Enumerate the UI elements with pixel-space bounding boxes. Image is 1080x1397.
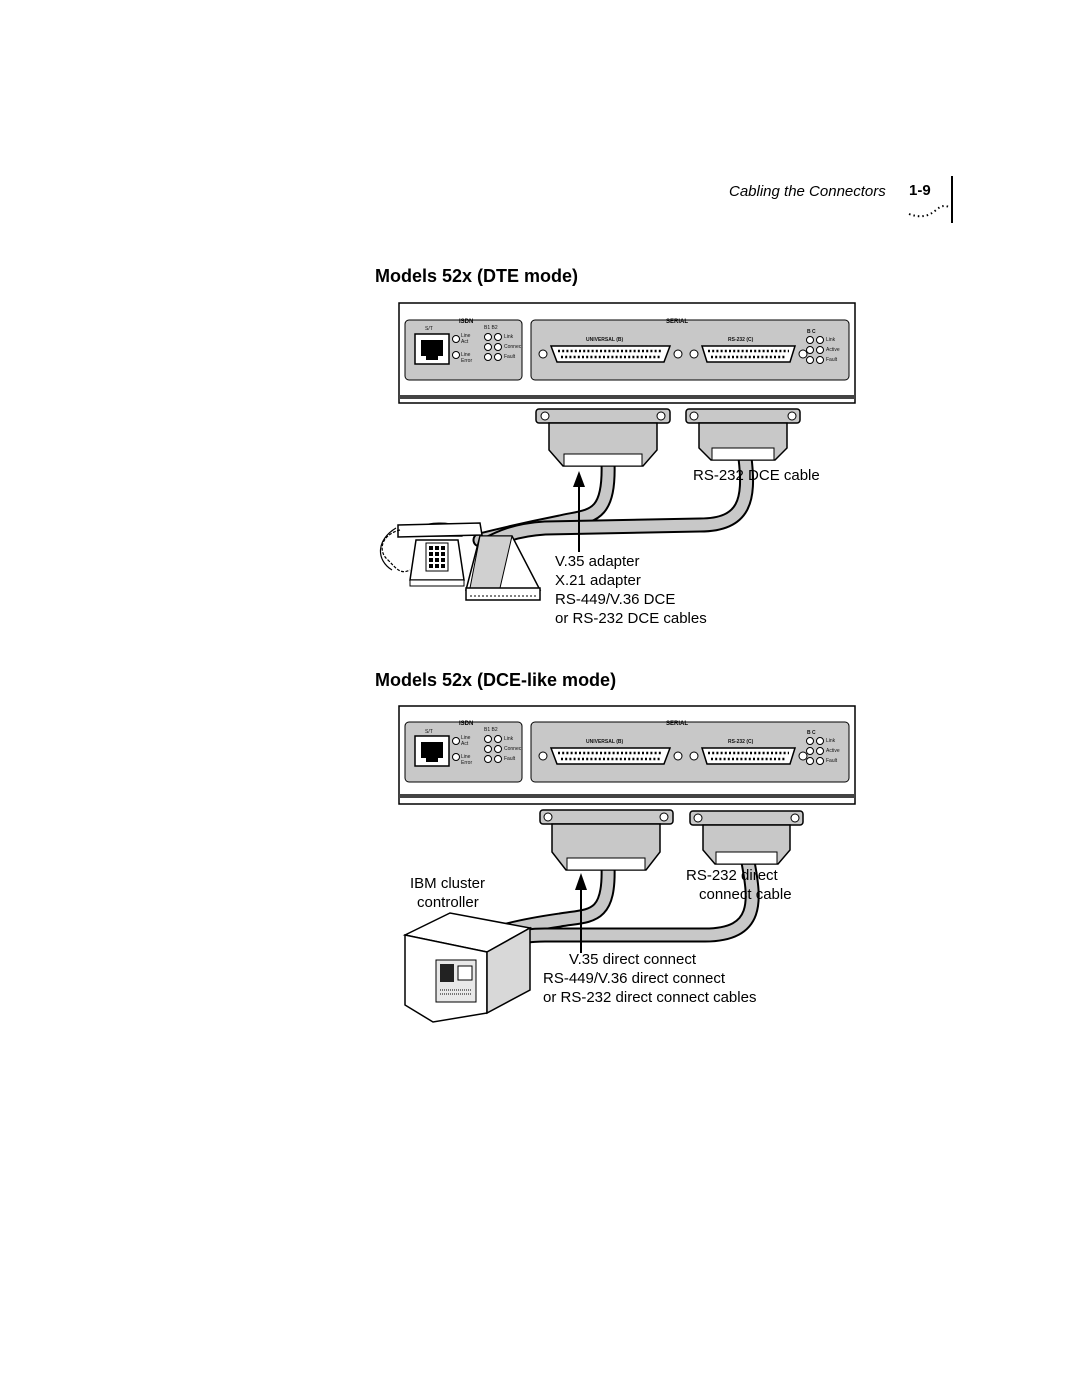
section-title-dce: Models 52x (DCE-like mode): [375, 670, 617, 690]
isdn-label-2: ISDN: [459, 721, 474, 727]
bc-label-2: B C: [807, 730, 816, 736]
led-label-line-act: Line Act: [461, 333, 471, 345]
rs232-direct-label: RS-232 direct: [686, 867, 778, 884]
direct-connect-line-2: RS-449/V.36 direct connect: [543, 970, 726, 987]
led-label-fault-right: Fault: [826, 357, 838, 363]
pointer-arrow-dte: [573, 471, 585, 552]
adapter-line-4: or RS-232 DCE cables: [555, 610, 707, 627]
led-label-link-right: Link: [826, 337, 836, 343]
rs232-port-label: RS-232 (C): [728, 337, 754, 343]
serial-label-2: SERIAL: [666, 721, 689, 727]
led-label-active: Active: [826, 347, 840, 353]
b-channels-label: B1 B2: [484, 325, 498, 331]
page-number: 1-9: [909, 182, 931, 199]
isdn-label: ISDN: [459, 319, 474, 325]
led-label-link-right-2: Link: [826, 738, 836, 744]
led-label-connect: Connect: [504, 344, 523, 350]
led-label-fault: Fault: [504, 354, 516, 360]
adapter-line-2: X.21 adapter: [555, 572, 641, 589]
section-title-dte: Models 52x (DTE mode): [375, 266, 579, 286]
led-label-line-act-2: Line Act: [461, 735, 471, 747]
rs232-connector-hood: [685, 408, 801, 461]
controller-label: controller: [417, 894, 479, 911]
connect-cable-label: connect cable: [699, 886, 792, 903]
led-label-connect-2: Connect: [504, 746, 523, 752]
led-label-line-error-2: Line Error: [461, 754, 473, 766]
universal-port-label: UNIVERSAL (B): [586, 337, 624, 343]
adapter-line-1: V.35 adapter: [555, 553, 640, 570]
universal-port-label-2: UNIVERSAL (B): [586, 739, 624, 745]
adapter-line-3: RS-449/V.36 DCE: [555, 591, 676, 608]
telephone-icon: [379, 522, 483, 587]
v35-connector-hood: [535, 408, 671, 467]
ibm-controller-icon: [402, 912, 533, 1023]
b-channels-label-2: B1 B2: [484, 727, 498, 733]
pointer-arrow-dce: [575, 873, 587, 953]
running-title: Cabling the Connectors: [729, 183, 886, 200]
header-rule: [951, 176, 953, 223]
rs232-connector-hood-2: [689, 810, 804, 865]
led-label-line-error: Line Error: [461, 352, 473, 364]
direct-connect-line-1: V.35 direct connect: [569, 951, 697, 968]
led-label-link: Link: [504, 334, 514, 340]
router-front-panel-2: [398, 705, 856, 805]
ibm-cluster-label: IBM cluster: [410, 875, 486, 892]
router-front-panel: [398, 302, 856, 404]
st-port-label: S/T: [425, 326, 433, 332]
led-label-fault-2: Fault: [504, 756, 516, 762]
led-label-link-2: Link: [504, 736, 514, 742]
direct-connect-line-3: or RS-232 direct connect cables: [543, 989, 757, 1006]
led-label-fault-right-2: Fault: [826, 758, 838, 764]
rs232-port-label-2: RS-232 (C): [728, 739, 754, 745]
rs232-dce-cable-label: RS-232 DCE cable: [693, 467, 820, 484]
bc-label: B C: [807, 329, 816, 335]
adapter-box-icon: [465, 535, 542, 601]
v35-connector-hood-2: [539, 809, 674, 871]
serial-label: SERIAL: [666, 319, 689, 325]
led-label-active-2: Active: [826, 748, 840, 754]
st-port-label-2: S/T: [425, 729, 433, 735]
